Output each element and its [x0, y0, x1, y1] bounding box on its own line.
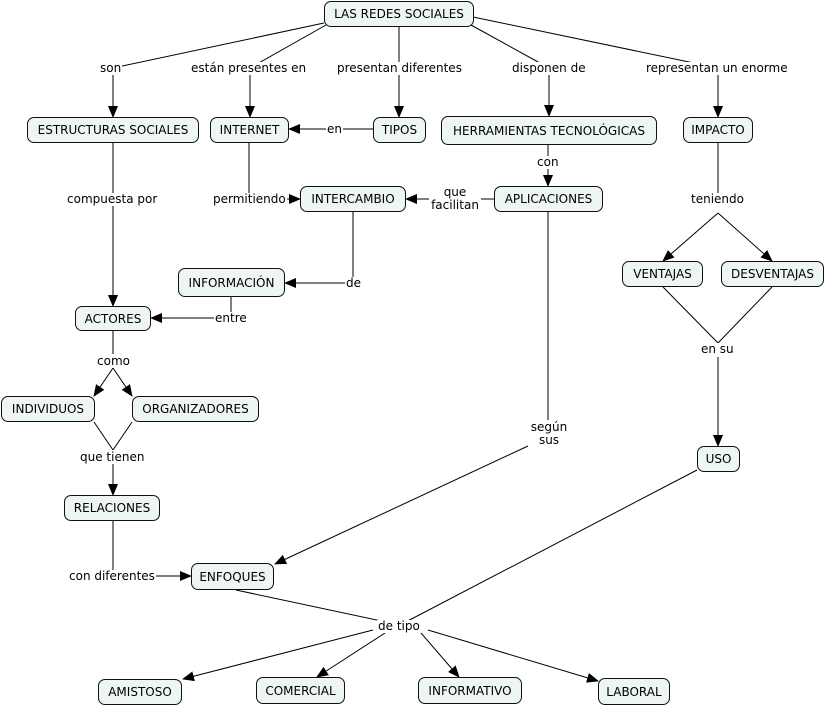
edge-root-disponen	[470, 24, 550, 69]
concept-estructuras-sociales[interactable]: ESTRUCTURAS SOCIALES	[27, 117, 199, 143]
link-como: como	[96, 354, 131, 368]
edge-individuos-quetienen	[93, 421, 114, 451]
link-que-facilitan-line2: facilitan	[431, 198, 479, 212]
concept-aplicaciones[interactable]: APLICACIONES	[494, 186, 603, 212]
concept-relaciones[interactable]: RELACIONES	[64, 495, 160, 521]
link-con: con	[536, 155, 560, 169]
link-con-diferentes: con diferentes	[68, 569, 156, 583]
link-de-tipo: de tipo	[377, 619, 421, 633]
link-segun-sus: según sus	[528, 421, 570, 447]
concept-ventajas[interactable]: VENTAJAS	[622, 261, 703, 287]
edge-detipo-comercial	[316, 632, 386, 678]
concept-tipos[interactable]: TIPOS	[373, 117, 426, 143]
edge-detipo-informativo	[420, 632, 460, 678]
link-permitiendo: permitiendo	[212, 192, 287, 206]
concept-internet[interactable]: INTERNET	[210, 117, 289, 143]
edge-como-individuos	[93, 367, 114, 397]
link-presentan-diferentes: presentan diferentes	[336, 61, 463, 75]
link-estan-presentes-en: están presentes en	[190, 61, 308, 75]
link-segun-sus-line2: sus	[538, 433, 560, 447]
link-teniendo: teniendo	[690, 192, 745, 206]
concept-herramientas-tecnologicas[interactable]: HERRAMIENTAS TECNOLÓGICAS	[441, 116, 657, 145]
concept-impacto[interactable]: IMPACTO	[683, 117, 753, 143]
concept-informacion[interactable]: INFORMACIÓN	[178, 268, 285, 297]
link-entre: entre	[214, 311, 248, 325]
link-disponen-de: disponen de	[511, 61, 587, 75]
edge-internet-permitiendo	[248, 143, 287, 200]
concept-laboral[interactable]: LABORAL	[598, 678, 670, 705]
link-segun-sus-line1: según	[530, 420, 568, 434]
link-que-tienen: que tienen	[79, 450, 146, 464]
edge-segun-enfoques	[274, 445, 529, 565]
concept-organizadores[interactable]: ORGANIZADORES	[132, 396, 259, 422]
concept-individuos[interactable]: INDIVIDUOS	[1, 396, 95, 422]
link-representan-un-enorme: representan un enorme	[645, 61, 789, 75]
concept-comercial[interactable]: COMERCIAL	[256, 677, 345, 704]
link-que-facilitan: que facilitan	[429, 186, 481, 212]
edge-relaciones-condiferentes	[112, 521, 160, 577]
concept-amistoso[interactable]: AMISTOSO	[98, 679, 182, 705]
link-son: son	[99, 61, 123, 75]
link-compuesta-por: compuesta por	[66, 192, 159, 206]
concept-actores[interactable]: ACTORES	[75, 306, 151, 331]
edge-root-presentes	[249, 24, 327, 69]
edge-teniendo-ventajas	[662, 212, 719, 262]
concept-enfoques[interactable]: ENFOQUES	[191, 563, 274, 590]
concept-desventajas[interactable]: DESVENTAJAS	[721, 261, 824, 287]
edge-enfoques-detipo	[235, 589, 401, 626]
link-que-facilitan-line1: que	[443, 185, 467, 199]
link-en-su: en su	[700, 342, 735, 356]
edge-root-son	[112, 22, 325, 69]
edge-como-organizadores	[112, 367, 133, 397]
edge-desventajas-ensu	[717, 286, 773, 344]
edge-organizadores-quetienen	[112, 421, 133, 451]
edge-detipo-amistoso	[182, 629, 374, 682]
edge-root-representan	[472, 16, 719, 69]
edge-detipo-laboral	[427, 629, 599, 683]
concept-uso[interactable]: USO	[697, 446, 740, 472]
link-de: de	[345, 276, 362, 290]
edge-ventajas-ensu	[662, 286, 719, 344]
edge-teniendo-desventajas	[717, 212, 773, 262]
concept-informativo[interactable]: INFORMATIVO	[418, 677, 522, 704]
concept-intercambio[interactable]: INTERCAMBIO	[300, 186, 406, 212]
edge-uso-detipo	[399, 469, 698, 626]
link-en: en	[326, 122, 343, 136]
concept-las-redes-sociales[interactable]: LAS REDES SOCIALES	[324, 1, 474, 27]
